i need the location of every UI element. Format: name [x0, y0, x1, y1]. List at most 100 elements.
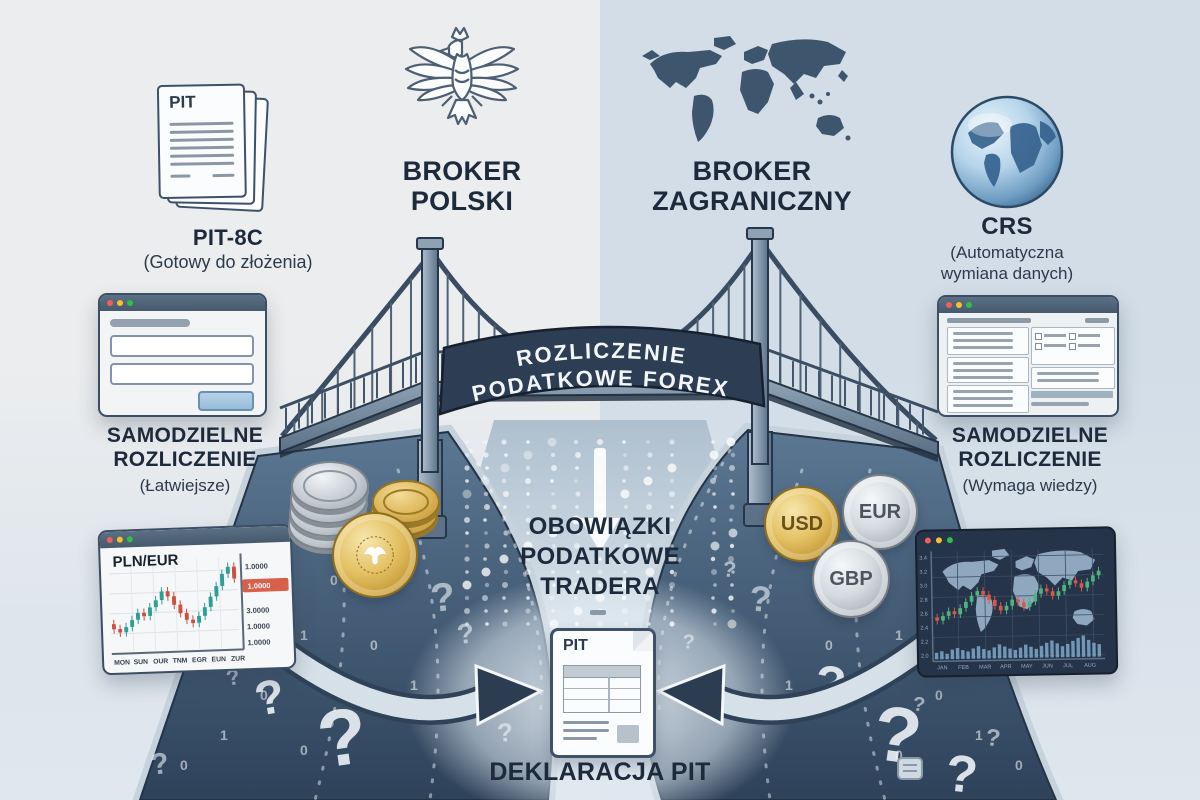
volume-bar — [950, 649, 955, 660]
candle-body — [1056, 591, 1061, 596]
rain-dot — [464, 595, 470, 601]
maximize-icon — [127, 300, 133, 306]
volume-bar — [1060, 646, 1065, 658]
rain-dot — [648, 609, 652, 613]
grid-line — [1037, 549, 1041, 660]
x-axis-label: MAY — [1021, 664, 1033, 670]
close-icon — [107, 300, 113, 306]
rain-dot — [483, 557, 487, 561]
form-line — [953, 362, 1013, 365]
small-divider-dash — [590, 610, 606, 615]
grid-line — [109, 569, 237, 575]
candle-body — [111, 624, 116, 630]
rain-dot — [525, 556, 531, 562]
right-settlement-note: (Wymaga wiedzy) — [962, 476, 1098, 495]
crs-note-line2: wymiana danych) — [940, 264, 1074, 284]
left-settlement-note: (Łatwiejsze) — [139, 476, 231, 495]
binary-digit: 0 — [895, 747, 903, 763]
x-axis — [111, 648, 244, 656]
volume-bar — [940, 651, 944, 660]
gbp-coin: GBP — [812, 540, 890, 618]
rain-dot — [574, 557, 578, 561]
binary-digit: 1 — [975, 727, 983, 743]
binary-digit: 0 — [370, 637, 378, 653]
x-axis — [933, 657, 1106, 663]
pln-eur-title: PLN/EUR — [112, 551, 179, 571]
rain-dot — [464, 517, 470, 523]
rain-dot — [547, 437, 557, 447]
rain-dot — [571, 515, 581, 525]
y-axis-label: 1.0000 — [247, 621, 270, 631]
candle-body — [1079, 583, 1084, 588]
right-converge-arrow — [655, 625, 947, 727]
form-line — [1037, 372, 1099, 375]
rain-dot — [575, 505, 579, 509]
candle-body — [975, 591, 980, 596]
rain-dot — [730, 583, 734, 587]
question-mark-glyph: ? — [747, 577, 773, 620]
binary-digit: 1 — [300, 627, 308, 643]
pit-doc-label: PIT — [563, 637, 588, 654]
rain-dot — [729, 479, 733, 483]
candle-body — [197, 615, 202, 623]
rain-dot — [646, 543, 652, 549]
rain-dot — [525, 517, 531, 523]
volume-bar — [1039, 645, 1044, 658]
candle-body — [130, 619, 135, 627]
grid-line — [111, 629, 240, 635]
volume-bar — [1044, 642, 1049, 658]
volume-bar — [997, 644, 1002, 659]
x-axis-label: JAN — [937, 665, 948, 671]
rain-dot — [712, 531, 716, 535]
rain-dot — [623, 465, 629, 471]
rain-dot — [550, 479, 554, 483]
rain-dot — [726, 437, 736, 447]
complex-form-window — [937, 295, 1119, 417]
candle-body — [1085, 581, 1090, 588]
minimize-icon — [116, 536, 123, 543]
candle-body — [208, 596, 213, 608]
eur-coin: EUR — [842, 474, 918, 550]
broker-zagraniczny-line2: ZAGRANICZNY — [652, 186, 852, 217]
y-axis-label: 2.0 — [921, 654, 929, 660]
x-axis-label: SUN — [134, 659, 149, 666]
rain-dot — [485, 622, 489, 626]
rain-dot — [551, 504, 557, 510]
candle-body — [992, 599, 997, 607]
window-titlebar — [100, 295, 265, 311]
rain-dot — [551, 543, 557, 549]
rain-dot — [727, 619, 737, 629]
rain-dot — [550, 452, 556, 458]
grid-line — [130, 561, 135, 652]
candle-body — [231, 566, 237, 579]
right-settlement-line2: ROZLICZENIE — [958, 447, 1102, 471]
rain-dot — [623, 504, 629, 510]
candle-body — [1010, 599, 1015, 606]
pit8c-documents-icon: PIT — [156, 83, 279, 217]
rain-dot — [526, 583, 530, 587]
binary-digit: 0 — [260, 687, 268, 703]
pit8c-title: PIT-8C — [192, 225, 264, 250]
volume-bar — [955, 648, 960, 660]
binary-digit: 1 — [895, 627, 903, 643]
rain-dot — [526, 596, 530, 600]
silver-coin — [291, 461, 369, 511]
candle-body — [147, 607, 153, 617]
toolbar-bar — [947, 318, 1031, 323]
x-axis-label: MON — [114, 659, 130, 667]
grid-line — [983, 550, 987, 661]
rain-dot — [484, 531, 488, 535]
rain-dot — [482, 595, 488, 601]
rain-dot — [503, 530, 509, 536]
minimize-icon — [117, 300, 123, 306]
candle-body — [159, 591, 164, 601]
volume-bar — [934, 652, 939, 660]
rain-dot — [670, 544, 674, 548]
pit-declaration-icon: PIT — [550, 628, 656, 758]
candle-body — [1044, 588, 1049, 592]
rain-dot — [574, 543, 580, 549]
candle-body — [981, 590, 985, 595]
rain-dot — [503, 569, 509, 575]
